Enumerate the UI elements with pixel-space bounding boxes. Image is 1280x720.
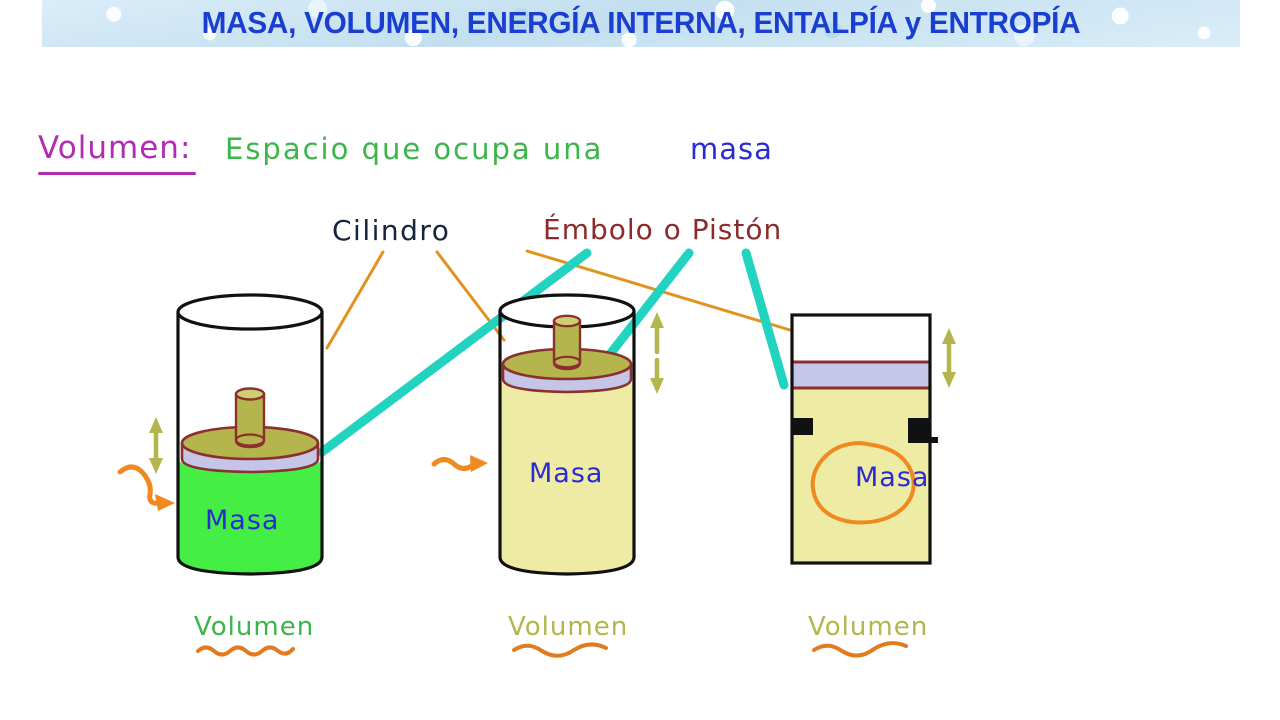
page-title: MASA, VOLUMEN, ENERGÍA INTERNA, ENTALPÍA…: [201, 5, 1081, 40]
leader-line-embolo-2: [595, 248, 694, 372]
vessel-cylinder-expanded: [431, 293, 664, 576]
stop-block-right-tail-3: [908, 437, 938, 443]
gas-region-1: [178, 458, 322, 574]
caption-underline-1: [196, 645, 295, 657]
stop-block-left-3: [791, 418, 813, 435]
piston-rod-2: [552, 319, 582, 371]
callout-label-embolo: Émbolo o Pistón: [543, 213, 783, 246]
piston-rod-base-ring-2: [552, 355, 582, 369]
motion-arrow-3: [942, 328, 956, 388]
vessel-cylinder-large-volume: [117, 293, 324, 576]
stop-block-right-3: [908, 418, 931, 437]
leader-line-embolo-1: [317, 248, 592, 457]
headspace-3: [792, 315, 930, 362]
piston-rod-top-1: [234, 387, 266, 401]
masa-highlight-circle-3: [810, 440, 916, 525]
gas-label-1: Masa: [205, 505, 280, 536]
cylinder-top-rim-1: [176, 293, 324, 331]
vessel-caption-2: Volumen: [508, 612, 629, 642]
cylinder-wall-2: [498, 311, 636, 576]
leader-line-cilindro-1: [325, 250, 385, 350]
definition-term-underline: [38, 172, 196, 175]
leader-lines-embolo: [317, 248, 789, 457]
caption-underline-2: [512, 642, 608, 658]
gas-region-2: [500, 379, 634, 574]
piston-rod-base-ring-1: [234, 433, 266, 447]
banner-texture: [42, 0, 1240, 47]
callout-label-cilindro: Cilindro: [332, 214, 451, 247]
piston-rod-1: [234, 392, 266, 449]
cylinder-wall-1: [176, 312, 324, 576]
motion-arrow-1: [149, 417, 163, 474]
caption-underline-3: [812, 641, 908, 658]
heat-arrow-1: [117, 464, 175, 511]
piston-rod-top-2: [552, 314, 582, 328]
definition-term: Volumen:: [38, 130, 192, 166]
definition-body: Espacio que ocupa una: [225, 132, 604, 166]
leader-line-embolo-3: [741, 248, 789, 390]
vessel-caption-3: Volumen: [808, 612, 929, 642]
heat-arrow-2: [431, 455, 488, 472]
motion-arrow-2: [650, 312, 664, 394]
vessel-caption-1: Volumen: [194, 612, 315, 642]
gas-label-3: Masa: [855, 462, 930, 493]
gas-label-2: Masa: [529, 458, 604, 489]
caption-underlines: [196, 641, 908, 658]
definition-highlight: masa: [690, 132, 773, 166]
title-banner: MASA, VOLUMEN, ENERGÍA INTERNA, ENTALPÍA…: [42, 0, 1240, 47]
vessel-rectangular: [790, 313, 956, 565]
piston-band-3: [790, 360, 932, 390]
